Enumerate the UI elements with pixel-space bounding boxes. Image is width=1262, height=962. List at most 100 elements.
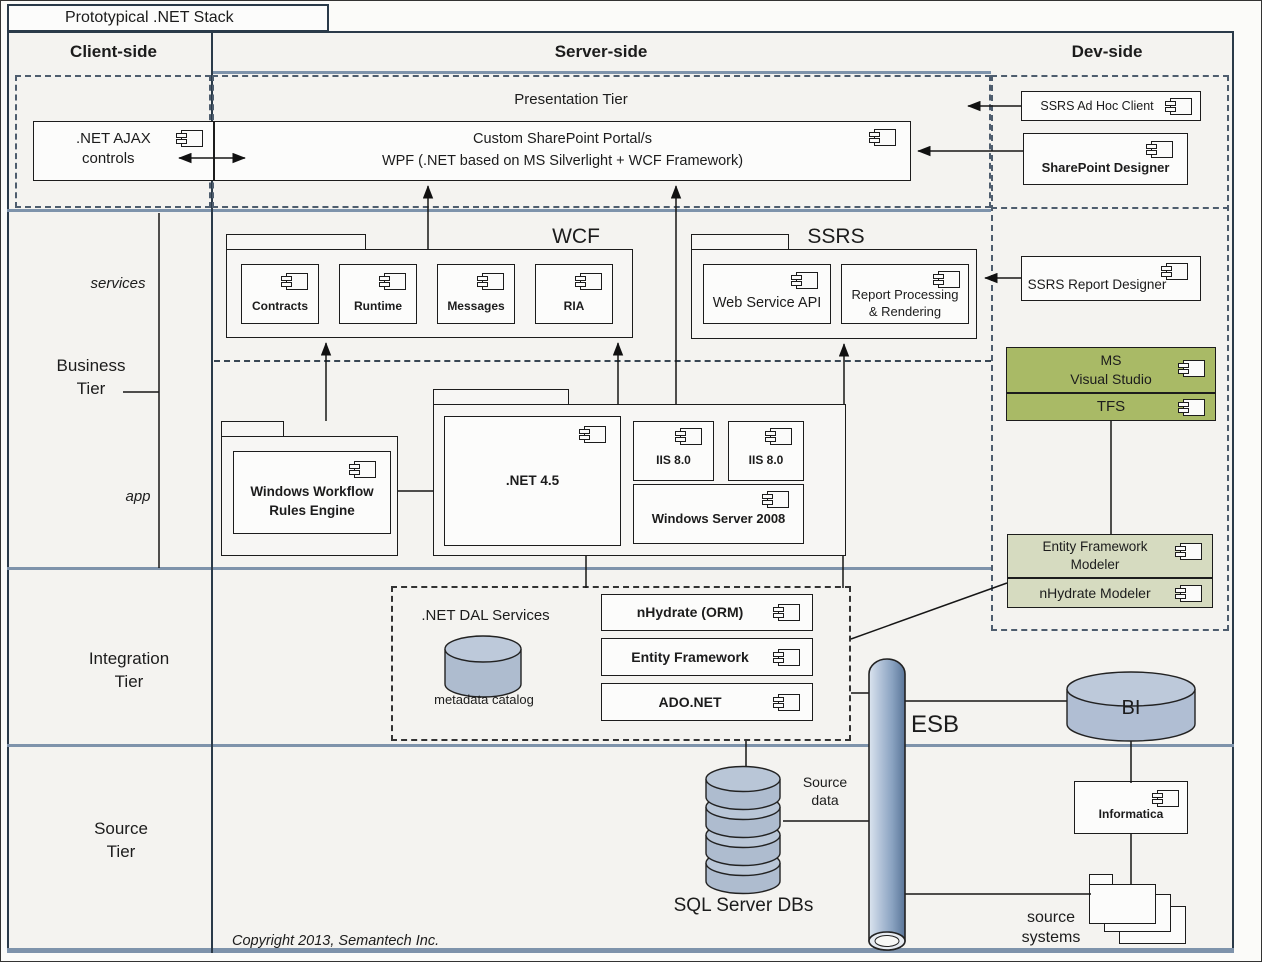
visual-studio-component: MS Visual Studio <box>1006 347 1216 393</box>
integration-tier-label-line2: Tier <box>114 672 144 691</box>
wwf-label-line1: Windows Workflow <box>250 484 374 499</box>
dal-services-dashed-box <box>391 586 851 741</box>
nhydrate-modeler-label: nHydrate Modeler <box>1039 584 1151 601</box>
services-label: services <box>90 275 146 292</box>
component-icon <box>379 273 406 290</box>
iis-component-1: IIS 8.0 <box>633 421 714 481</box>
dev-side-dashed-divider <box>991 207 1229 209</box>
wcf-package-tab <box>226 234 366 250</box>
iis-label-2: IIS 8.0 <box>748 453 784 468</box>
component-icon <box>675 428 702 445</box>
dotnet45-label: .NET 4.5 <box>505 473 560 488</box>
component-icon <box>773 649 800 666</box>
tfs-component: TFS <box>1006 393 1216 421</box>
integration-tier-label-line1: Integration <box>88 649 170 668</box>
component-icon <box>1152 790 1179 807</box>
wwf-package-tab <box>221 421 284 437</box>
nhydrate-orm-component: nHydrate (ORM) <box>601 594 813 631</box>
component-icon <box>349 461 376 478</box>
wcf-package-label: WCF <box>552 225 600 248</box>
web-service-api-label: Web Service API <box>712 295 822 312</box>
component-icon <box>762 491 789 508</box>
wcf-messages-component: Messages <box>437 264 515 324</box>
wcf-contracts-label: Contracts <box>251 299 308 314</box>
bi-label: BI <box>1121 697 1141 719</box>
component-icon <box>1175 543 1202 560</box>
esb-label: ESB <box>911 711 960 738</box>
title-tab <box>7 4 329 32</box>
sharepoint-designer-component: SharePoint Designer <box>1023 133 1188 185</box>
header-server-side: Server-side <box>554 42 648 61</box>
entity-framework-modeler-component: Entity Framework Modeler <box>1007 534 1213 578</box>
component-icon <box>176 130 203 147</box>
component-icon <box>477 273 504 290</box>
component-icon <box>579 426 606 443</box>
windows-workflow-component: Windows Workflow Rules Engine <box>233 451 391 534</box>
wcf-runtime-component: Runtime <box>339 264 417 324</box>
wcf-runtime-label: Runtime <box>354 299 402 314</box>
ssrs-ad-hoc-client-label: SSRS Ad Hoc Client <box>1040 98 1154 113</box>
dotnet45-package-tab <box>433 389 569 405</box>
tier-line-business-bottom <box>7 567 991 570</box>
tier-line-presentation-bottom <box>7 209 991 212</box>
component-icon <box>281 273 308 290</box>
dal-services-label: .NET DAL Services <box>421 607 550 624</box>
source-tier-label-line2: Tier <box>106 842 136 861</box>
tier-line-integration-bottom <box>7 744 1234 747</box>
ssrs-package-tab <box>691 234 789 250</box>
services-app-dashed-divider <box>214 360 991 362</box>
component-icon <box>765 428 792 445</box>
component-icon <box>1178 360 1205 377</box>
ssrs-ad-hoc-client-component: SSRS Ad Hoc Client <box>1021 91 1201 121</box>
sharepoint-portal-component: Custom SharePoint Portal/s WPF (.NET bas… <box>214 121 911 181</box>
wcf-messages-label: Messages <box>447 299 505 314</box>
nhydrate-orm-label: nHydrate (ORM) <box>636 604 744 621</box>
ssrs-package-label: SSRS <box>807 225 865 248</box>
component-icon <box>1178 399 1205 416</box>
tier-line-presentation-top <box>212 71 991 74</box>
report-processing-component: Report Processing & Rendering <box>841 264 969 324</box>
dev-side-dashed-box <box>991 75 1229 631</box>
source-data-label-line2: data <box>811 792 839 808</box>
ajax-controls-component: .NET AJAX controls <box>33 121 214 181</box>
component-icon <box>575 273 602 290</box>
component-icon <box>773 604 800 621</box>
informatica-label: Informatica <box>1098 807 1164 822</box>
wwf-label-line2: Rules Engine <box>269 503 355 518</box>
portal-label-line2: WPF (.NET based on MS Silverlight + WCF … <box>381 153 744 169</box>
component-icon <box>1161 263 1188 280</box>
component-icon <box>1146 141 1173 158</box>
header-client-side: Client-side <box>70 42 157 61</box>
diagram-title: Prototypical .NET Stack <box>65 9 234 26</box>
informatica-component: Informatica <box>1074 781 1188 834</box>
wcf-ria-label: RIA <box>563 299 585 314</box>
presentation-tier-label: Presentation Tier <box>514 91 628 108</box>
header-dev-side: Dev-side <box>1071 42 1143 61</box>
source-systems-label-line2: systems <box>1021 929 1081 946</box>
component-icon <box>773 694 800 711</box>
sharepoint-designer-label: SharePoint Designer <box>1041 160 1170 176</box>
dotnet45-component: .NET 4.5 <box>444 416 621 546</box>
sql-server-dbs-label: SQL Server DBs <box>673 895 814 916</box>
tier-line-bottom-border <box>7 948 1234 953</box>
source-systems-box-front <box>1089 884 1156 924</box>
business-tier-label-line1: Business <box>56 356 126 375</box>
visual-studio-label-line1: MS <box>1100 352 1122 368</box>
iis-label-1: IIS 8.0 <box>656 453 691 468</box>
source-tier-label-line1: Source <box>94 819 148 838</box>
metadata-catalog-label: metadata catalog <box>434 692 534 707</box>
component-icon <box>1165 98 1192 115</box>
component-icon <box>933 271 960 288</box>
business-tier-label-line2: Tier <box>76 379 106 398</box>
tfs-label: TFS <box>1096 398 1126 416</box>
report-processing-label-line2: & Rendering <box>868 304 942 319</box>
entity-framework-label: Entity Framework <box>631 648 749 665</box>
windows-server-label: Windows Server 2008 <box>651 511 786 527</box>
copyright-label: Copyright 2013, Semantech Inc. <box>232 933 440 949</box>
ssrs-report-designer-component: SSRS Report Designer <box>1021 256 1201 301</box>
app-label: app <box>125 488 151 505</box>
ef-modeler-label-line1: Entity Framework <box>1042 539 1148 554</box>
windows-server-component: Windows Server 2008 <box>633 484 804 544</box>
ef-modeler-label-line2: Modeler <box>1070 557 1120 572</box>
